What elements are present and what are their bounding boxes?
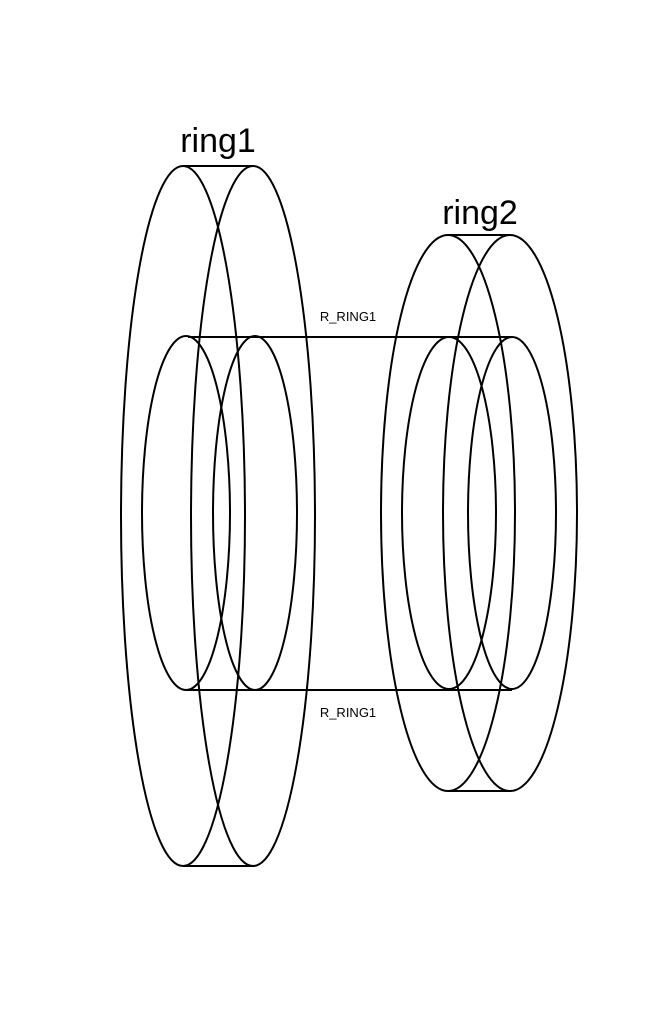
- connector-top-label: R_RING1: [320, 309, 376, 324]
- ring1-label: ring1: [180, 122, 256, 160]
- ring1-group: ring1: [120, 122, 316, 867]
- connector-bottom-label: R_RING1: [320, 705, 376, 720]
- ring2-group: ring2: [380, 194, 578, 792]
- ring1-inner-front-ellipse: [141, 335, 231, 691]
- ring1-inner-back-ellipse: [212, 335, 298, 691]
- ring2-inner-back-ellipse: [467, 336, 557, 690]
- ring1-outer-front-ellipse: [120, 165, 246, 867]
- ring-connector: R_RING1 R_RING1: [188, 309, 512, 720]
- ring2-label: ring2: [442, 194, 518, 232]
